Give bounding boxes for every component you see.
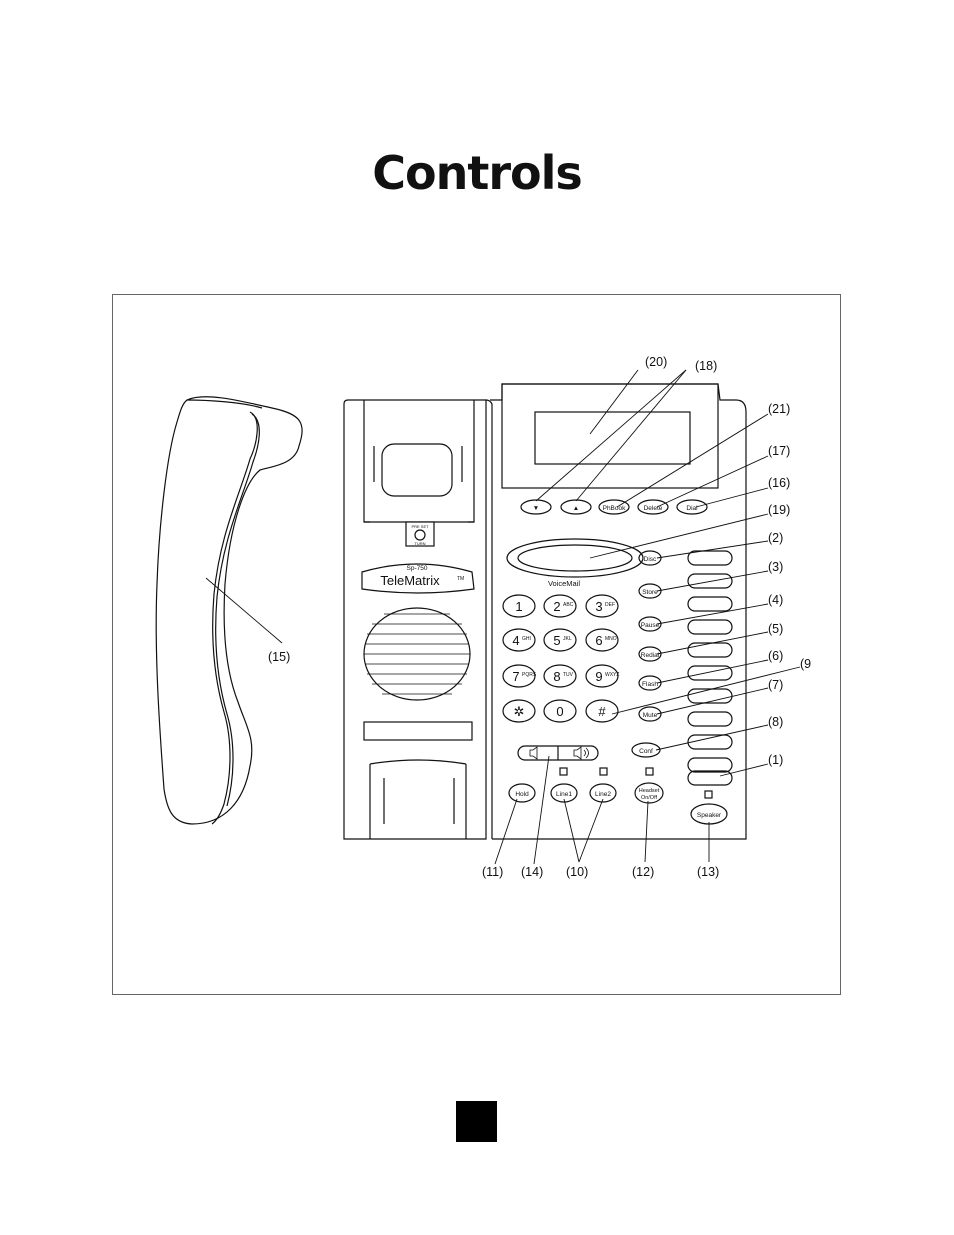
key-1-digit: 1	[515, 599, 522, 614]
line1-button[interactable]	[550, 783, 578, 803]
callout-8: (8)	[768, 715, 783, 729]
callout-12: (12)	[632, 865, 654, 879]
figure-frame	[112, 294, 841, 995]
conf-label: Conf	[639, 748, 653, 755]
pause-label: Pause	[641, 622, 660, 629]
callout-5: (5)	[768, 622, 783, 636]
dial-label: Dial	[686, 505, 698, 512]
headset-onoff-label: On/Off	[641, 795, 658, 801]
delete-label: Delete	[644, 505, 663, 512]
callout-18: (18)	[695, 359, 717, 373]
phbook-button[interactable]	[598, 499, 630, 515]
callout-15: (15)	[268, 650, 290, 664]
voicemail-label: VoiceMail	[548, 579, 580, 588]
brand-label: TeleMatrix	[380, 573, 440, 588]
key-3-letters: DEF	[605, 602, 615, 608]
keypad[interactable]	[502, 594, 619, 723]
key-9-digit: 9	[595, 669, 602, 684]
redial-label: Redial	[641, 652, 660, 659]
up-arrow-icon: ▲	[573, 505, 579, 512]
store-label: Store	[642, 589, 658, 596]
headset-led	[645, 767, 654, 776]
callout-1: (1)	[768, 753, 783, 767]
phone-base	[343, 383, 747, 840]
callout-21: (21)	[768, 402, 790, 416]
key-star-digit: ✲	[514, 704, 525, 719]
page-number-block	[456, 1101, 497, 1142]
disc-button[interactable]	[638, 550, 662, 566]
callout-13: (13)	[697, 865, 719, 879]
key-5-digit: 5	[553, 633, 560, 648]
callout-2: (2)	[768, 531, 783, 545]
flash-label: Flash	[642, 681, 658, 688]
key-6-digit: 6	[595, 633, 602, 648]
key-4-digit: 4	[512, 633, 519, 648]
dial-button[interactable]	[676, 499, 708, 515]
store-button[interactable]	[638, 583, 662, 599]
line2-button[interactable]	[589, 783, 617, 803]
lock-label-bottom: TURN	[414, 541, 425, 546]
callout-4: (4)	[768, 593, 783, 607]
down-button[interactable]	[520, 499, 552, 515]
callout-16: (16)	[768, 476, 790, 490]
phbook-label: PhBook	[603, 505, 627, 512]
callout-10: (10)	[566, 865, 588, 879]
speaker-led	[704, 790, 713, 799]
callout-11: (11)	[482, 865, 503, 879]
key-4-letters: GHI	[522, 636, 531, 642]
callout-19: (19)	[768, 503, 790, 517]
memory-buttons[interactable]	[687, 550, 733, 786]
hold-button[interactable]	[508, 783, 536, 803]
key-7-digit: 7	[512, 669, 519, 684]
key-6-letters: MNO	[605, 636, 617, 642]
mute-button[interactable]	[638, 706, 662, 722]
headset-label: Headset	[639, 788, 660, 794]
key-3-digit: 3	[595, 599, 602, 614]
key-2-digit: 2	[553, 599, 560, 614]
callout-17: (17)	[768, 444, 790, 458]
down-arrow-icon: ▼	[533, 505, 539, 512]
key-8-letters: TUV	[563, 672, 574, 678]
callout-3: (3)	[768, 560, 783, 574]
volume-up-icon	[573, 746, 589, 760]
hold-label: Hold	[515, 791, 529, 798]
phone-diagram: Sp-750 TeleMatrix TM PRE SET TURN VoiceM…	[155, 355, 811, 879]
line2-label: Line2	[595, 791, 611, 798]
voicemail-button[interactable]	[517, 544, 633, 572]
model-label: Sp-750	[407, 565, 428, 572]
delete-button[interactable]	[637, 499, 669, 515]
up-button[interactable]	[560, 499, 592, 515]
key-8-digit: 8	[553, 669, 560, 684]
handset	[155, 396, 303, 825]
key-7-letters: PQRS	[522, 672, 537, 678]
volume-down-icon	[529, 746, 538, 760]
line1-label: Line1	[556, 791, 572, 798]
callout-6: (6)	[768, 649, 783, 663]
pause-button[interactable]	[638, 616, 662, 632]
callout-20: (20)	[645, 355, 667, 369]
trademark-label: TM	[457, 576, 464, 582]
key-0-digit: 0	[556, 704, 563, 719]
callout-9: (9	[800, 657, 811, 671]
key-pound-digit: #	[598, 704, 606, 719]
key-2-letters: ABC	[563, 602, 574, 608]
mute-label: Mute	[643, 712, 658, 719]
line2-led	[599, 767, 608, 776]
callout-7: (7)	[768, 678, 783, 692]
leader-lines	[205, 369, 801, 865]
phone-buttons	[502, 499, 733, 825]
redial-button[interactable]	[638, 646, 662, 662]
lock-label-top: PRE SET	[411, 524, 429, 529]
conf-button[interactable]	[631, 742, 661, 758]
disc-label: Disc	[644, 556, 657, 563]
flash-button[interactable]	[638, 675, 662, 691]
key-5-letters: JKL	[563, 636, 572, 642]
line1-led	[559, 767, 568, 776]
page-title: Controls	[372, 146, 583, 200]
speaker-label: Speaker	[697, 812, 722, 819]
headset-button[interactable]	[634, 782, 664, 804]
callout-14: (14)	[521, 865, 543, 879]
key-9-letters: WXYZ	[605, 672, 619, 678]
